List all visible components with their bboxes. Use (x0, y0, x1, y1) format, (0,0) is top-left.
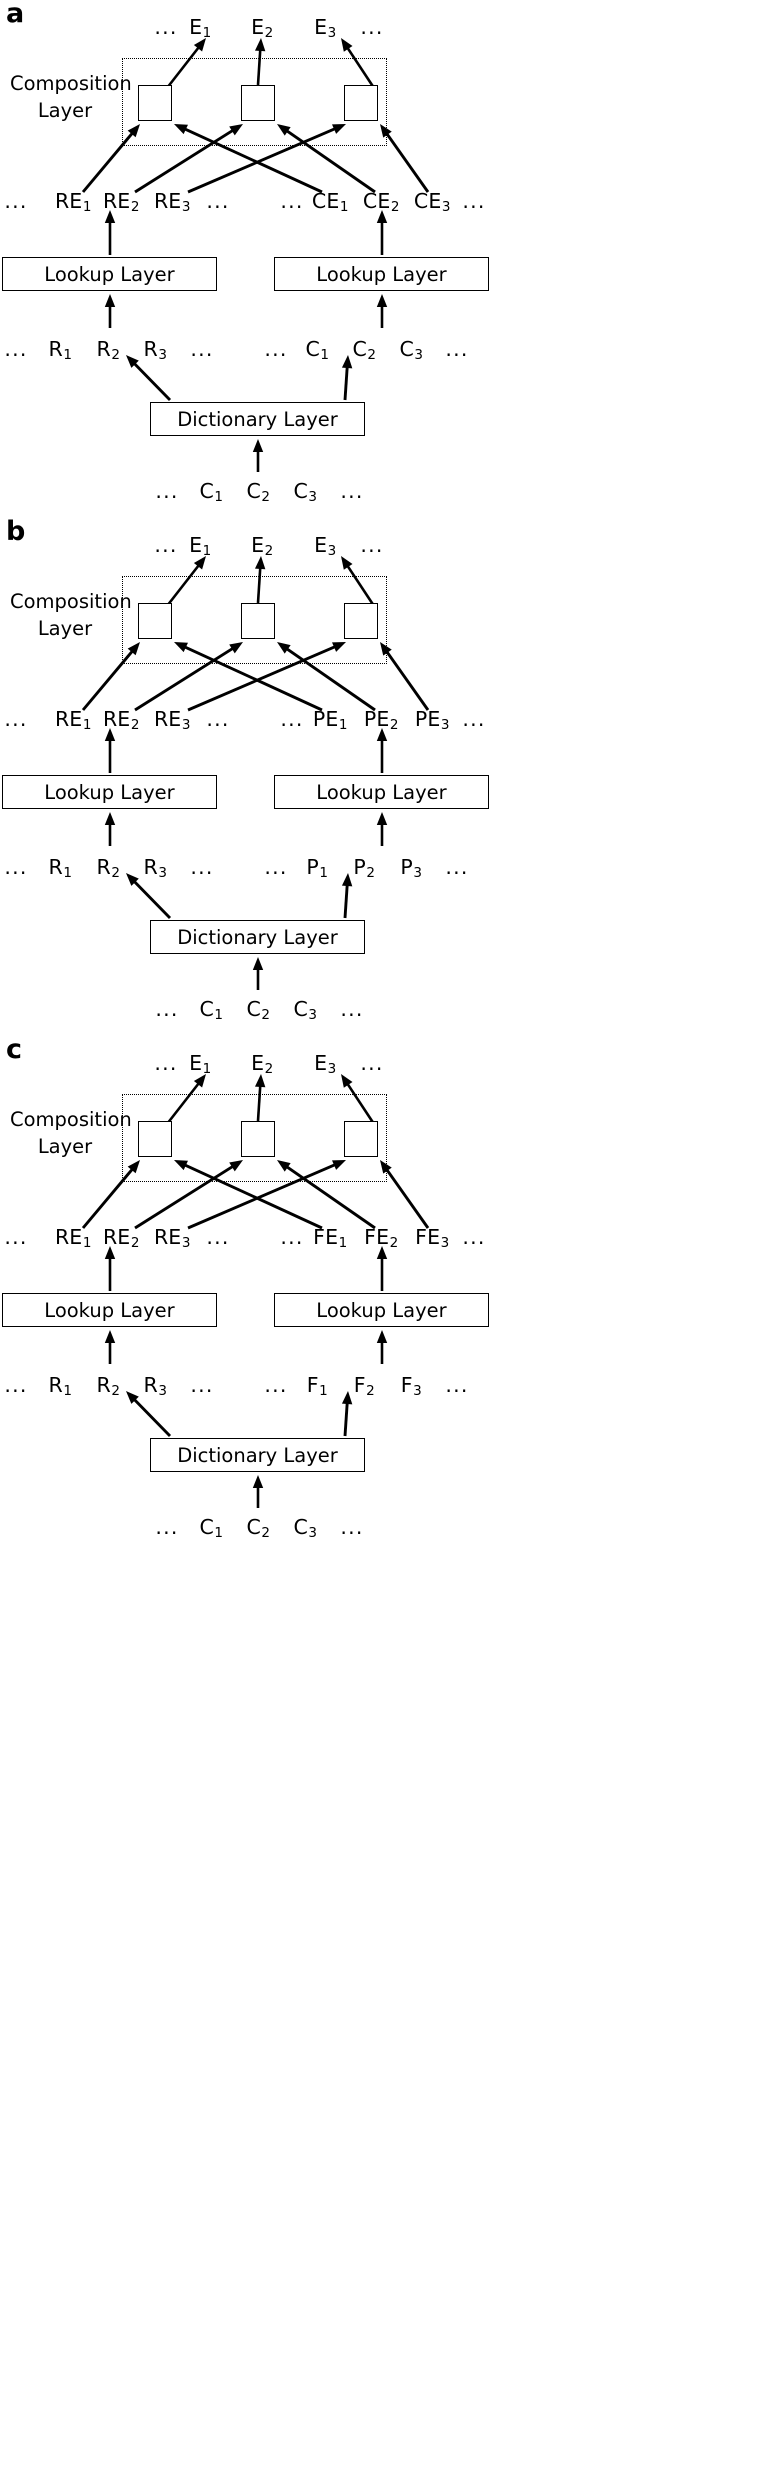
lookup-layer-left-label: Lookup Layer (44, 780, 175, 804)
arrow-CE3-to-box3 (380, 642, 430, 711)
connector-arrows (81, 556, 430, 990)
arrow-box1-to-E1 (165, 556, 206, 607)
composition-unit-2 (241, 85, 275, 121)
composition-layer-label-line2: Layer (37, 1135, 93, 1158)
lookup-layer-right-label: Lookup Layer (316, 780, 447, 804)
arrow-lookup-right-to-embedding (376, 728, 388, 773)
arrow-lookup-left-to-RE2 (104, 210, 116, 255)
arrow-box1-to-E1 (165, 38, 206, 89)
arrow-symbol-to-lookup-right (376, 294, 388, 328)
arrow-box3-to-E3 (341, 556, 376, 607)
composition-unit-1 (138, 603, 172, 639)
arrow-R2-to-lookup-left (104, 294, 116, 328)
composition-unit-2 (241, 1121, 275, 1157)
lookup-layer-left: Lookup Layer (2, 775, 217, 809)
composition-layer-container (122, 58, 387, 146)
lookup-layer-left: Lookup Layer (2, 257, 217, 291)
arrow-dictionary-to-R2 (126, 355, 172, 402)
connector-arrows (81, 1074, 430, 1508)
arrow-CE3-to-box3 (380, 124, 430, 193)
panel-letter-c: c (6, 1034, 23, 1065)
arrow-CE1-to-box1 (174, 124, 323, 194)
arrow-RE3-to-box3 (187, 124, 346, 194)
arrow-box2-to-E2 (254, 1074, 266, 1122)
composition-layer-label-line2: Layer (37, 99, 93, 122)
arrow-dictionary-to-symbol2 (341, 1391, 353, 1437)
arrow-box3-to-E3 (341, 1074, 376, 1125)
arrow-lookup-right-to-embedding (376, 1246, 388, 1291)
dictionary-layer: Dictionary Layer (150, 402, 365, 436)
arrow-dictionary-to-R2 (126, 1391, 172, 1438)
composition-layer-label-line2: Layer (37, 617, 93, 640)
lookup-layer-right: Lookup Layer (274, 775, 489, 809)
arrow-CE2-to-box2 (277, 1160, 376, 1230)
arrow-RE1-to-box1 (81, 642, 140, 711)
lookup-layer-right: Lookup Layer (274, 1293, 489, 1327)
lookup-layer-right-label: Lookup Layer (316, 262, 447, 286)
arrow-RE2-to-box2 (134, 642, 243, 712)
arrow-lookup-right-to-embedding (376, 210, 388, 255)
lookup-layer-right: Lookup Layer (274, 257, 489, 291)
composition-unit-1 (138, 1121, 172, 1157)
arrow-dictionary-to-symbol2 (341, 355, 353, 401)
arrow-input-to-dictionary (252, 1475, 264, 1508)
arrow-CE1-to-box1 (174, 642, 323, 712)
lookup-layer-left: Lookup Layer (2, 1293, 217, 1327)
arrow-R2-to-lookup-left (104, 812, 116, 846)
lookup-layer-left-label: Lookup Layer (44, 262, 175, 286)
arrow-RE3-to-box3 (187, 642, 346, 712)
composition-unit-3 (344, 1121, 378, 1157)
arrow-R2-to-lookup-left (104, 1330, 116, 1364)
composition-unit-2 (241, 603, 275, 639)
composition-unit-3 (344, 603, 378, 639)
arrow-RE2-to-box2 (134, 124, 243, 194)
arrow-lookup-left-to-RE2 (104, 1246, 116, 1291)
arrow-input-to-dictionary (252, 957, 264, 990)
composition-layer-container (122, 576, 387, 664)
arrow-dictionary-to-symbol2 (341, 873, 353, 919)
arrow-box2-to-E2 (254, 556, 266, 604)
arrow-RE2-to-box2 (134, 1160, 243, 1230)
arrow-dictionary-to-R2 (126, 873, 172, 920)
lookup-layer-right-label: Lookup Layer (316, 1298, 447, 1322)
dictionary-layer: Dictionary Layer (150, 920, 365, 954)
panel-letter-b: b (6, 516, 26, 547)
composition-layer-container (122, 1094, 387, 1182)
arrow-CE2-to-box2 (277, 124, 376, 194)
dictionary-layer-label: Dictionary Layer (177, 1443, 338, 1467)
arrow-RE3-to-box3 (187, 1160, 346, 1230)
arrow-symbol-to-lookup-right (376, 1330, 388, 1364)
arrow-box2-to-E2 (254, 38, 266, 86)
arrow-box3-to-E3 (341, 38, 376, 89)
arrow-RE1-to-box1 (81, 1160, 140, 1229)
connector-arrows (81, 38, 430, 472)
arrow-CE3-to-box3 (380, 1160, 430, 1229)
lookup-layer-left-label: Lookup Layer (44, 1298, 175, 1322)
composition-unit-3 (344, 85, 378, 121)
arrow-RE1-to-box1 (81, 124, 140, 193)
dictionary-layer: Dictionary Layer (150, 1438, 365, 1472)
composition-layer-label-line1: Composition (10, 590, 132, 613)
arrow-CE2-to-box2 (277, 642, 376, 712)
arrow-CE1-to-box1 (174, 1160, 323, 1230)
composition-unit-1 (138, 85, 172, 121)
dictionary-layer-label: Dictionary Layer (177, 407, 338, 431)
panel-letter-a: a (6, 0, 25, 29)
composition-layer-label-line1: Composition (10, 1108, 132, 1131)
composition-layer-label-line1: Composition (10, 72, 132, 95)
arrow-input-to-dictionary (252, 439, 264, 472)
arrow-lookup-left-to-RE2 (104, 728, 116, 773)
arrow-symbol-to-lookup-right (376, 812, 388, 846)
dictionary-layer-label: Dictionary Layer (177, 925, 338, 949)
arrow-box1-to-E1 (165, 1074, 206, 1125)
